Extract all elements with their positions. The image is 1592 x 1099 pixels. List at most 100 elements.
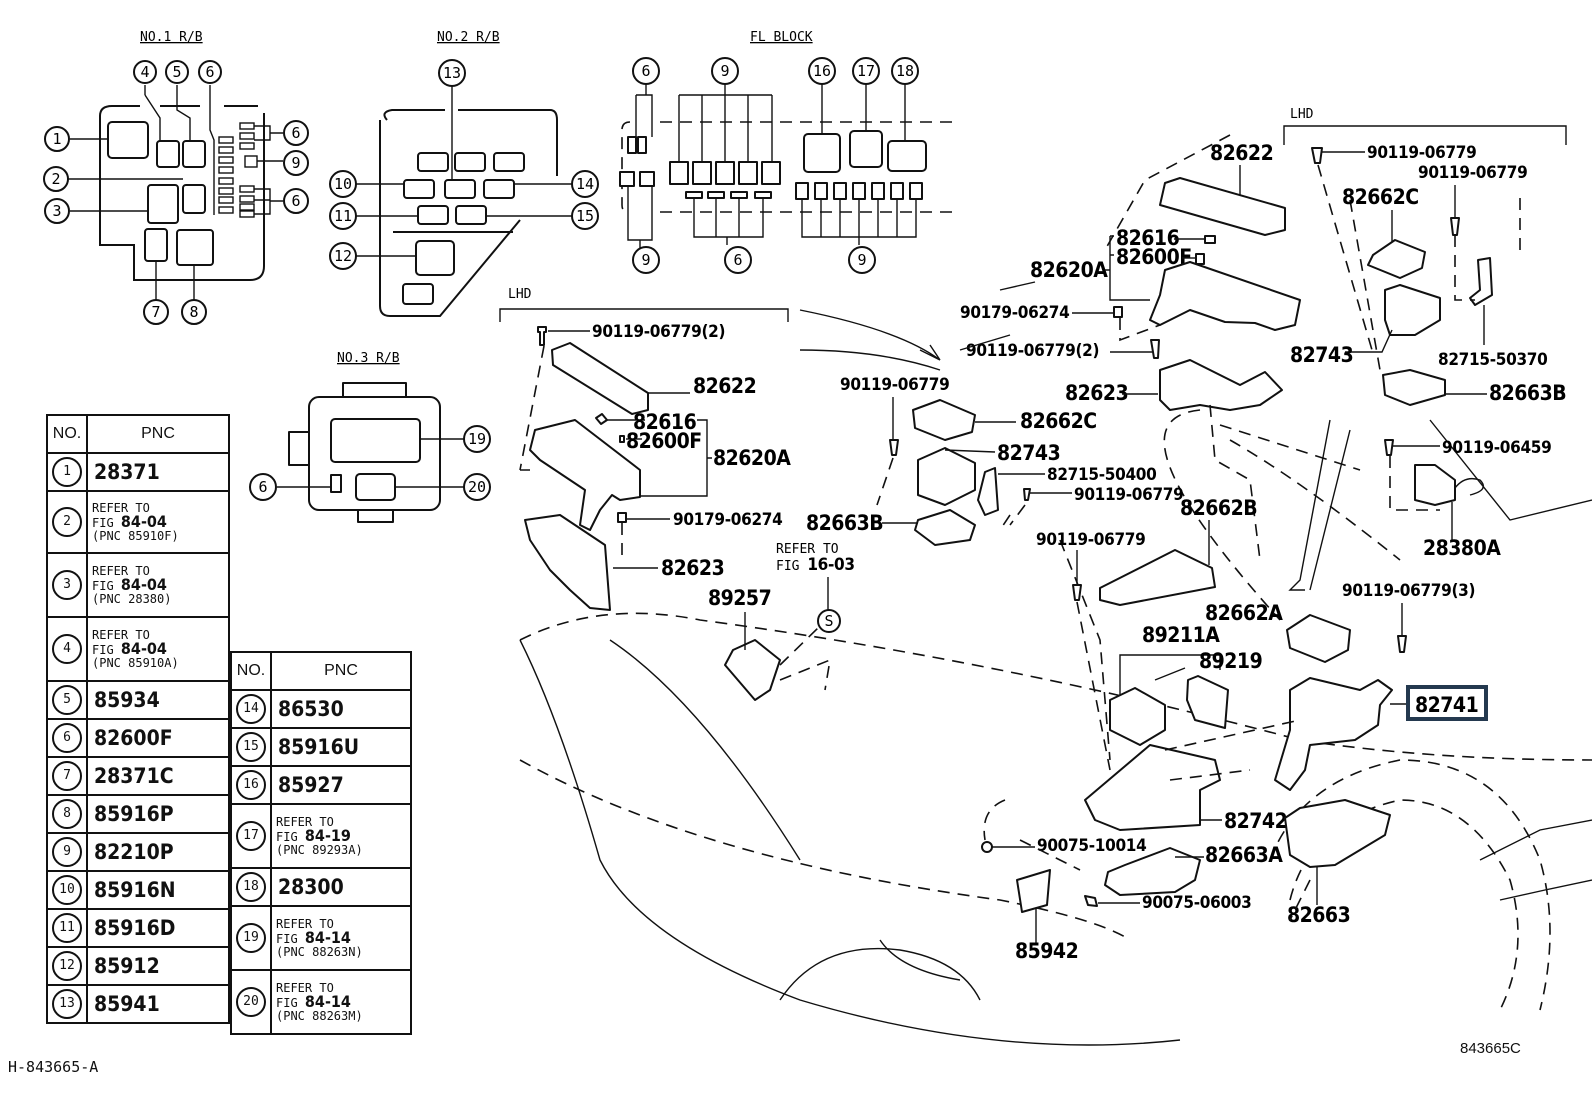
svg-text:14: 14 xyxy=(576,175,594,193)
label-82741[interactable]: 82741 xyxy=(1415,693,1479,717)
module-89219 xyxy=(1186,675,1229,729)
ab1-title: NO.1 R/B xyxy=(140,30,203,45)
fuse-82600f-top xyxy=(1195,253,1205,265)
svg-text:7: 7 xyxy=(151,303,160,321)
base-82663b-r xyxy=(1382,369,1446,406)
bolt-icon xyxy=(1072,584,1082,601)
svg-text:16: 16 xyxy=(813,62,831,80)
nut-icon xyxy=(617,512,627,523)
cover-82662c xyxy=(912,399,976,441)
svg-text:9: 9 xyxy=(291,154,300,172)
svg-text:6: 6 xyxy=(641,62,650,80)
header-pnc: PNC xyxy=(86,414,230,454)
svg-text:6: 6 xyxy=(733,251,742,269)
svg-text:8: 8 xyxy=(189,303,198,321)
fuse-box-82620a xyxy=(529,419,641,531)
fuse-82616 xyxy=(595,413,608,425)
fuse-82600f xyxy=(619,435,625,443)
callout-number: 1 xyxy=(52,457,82,487)
svg-text:4: 4 xyxy=(140,63,149,81)
label-28380a: 28380A xyxy=(1423,536,1501,560)
fuse-box-lower-82623-top xyxy=(1159,359,1283,411)
relay-block-82743-r xyxy=(1384,284,1441,336)
label-82663: 82663 xyxy=(1287,903,1350,927)
svg-text:9: 9 xyxy=(641,251,650,269)
svg-text:13: 13 xyxy=(443,64,461,82)
label-90119-06779-c: 90119-06779 xyxy=(1036,530,1145,550)
highlight-box-82741[interactable] xyxy=(1406,685,1488,721)
label-90075-10014: 90075-10014 xyxy=(1037,836,1146,856)
label-82662c-r: 82662C xyxy=(1342,185,1419,209)
svg-text:6: 6 xyxy=(258,478,267,496)
label-90119-06779-3: 90119-06779(3) xyxy=(1342,581,1475,601)
vehicle-outline xyxy=(519,190,1592,1046)
component-16 xyxy=(803,133,841,173)
label-82662c-mid: 82662C xyxy=(1020,409,1097,433)
svg-text:11: 11 xyxy=(334,207,352,225)
label-82663b-r: 82663B xyxy=(1489,381,1566,405)
component-18 xyxy=(887,140,927,172)
cover-82662b xyxy=(1099,549,1216,606)
svg-text:18: 18 xyxy=(896,62,914,80)
label-89219: 89219 xyxy=(1199,649,1262,673)
component-20 xyxy=(355,473,396,501)
sensor-28380a xyxy=(1414,464,1456,506)
svg-text:3: 3 xyxy=(52,202,61,220)
table-header: NO. PNC xyxy=(46,414,230,454)
bolt-icon xyxy=(1397,635,1407,653)
fuse-box-lower-82623 xyxy=(524,514,611,611)
label-82616: 82616 xyxy=(633,410,697,434)
label-90119-06779-mid: 90119-06779 xyxy=(840,375,949,395)
clip-icon xyxy=(1084,895,1098,907)
bolt-icon xyxy=(537,326,547,346)
bracket-82715 xyxy=(977,467,999,516)
component-14 xyxy=(483,179,515,199)
label-90119-06779-2: 90119-06779(2) xyxy=(592,322,725,342)
component-15 xyxy=(455,205,487,225)
component-1 xyxy=(107,121,149,159)
label-82715-50400: 82715-50400 xyxy=(1047,465,1156,485)
component-2 xyxy=(182,184,206,214)
label-82662a: 82662A xyxy=(1205,601,1283,625)
component-4 xyxy=(156,140,180,168)
component-17 xyxy=(849,130,883,168)
table-row: 1 28371 xyxy=(46,452,230,492)
relay-89257 xyxy=(724,639,781,701)
fl-block-diagram: FL BLOCK 6 9 16 17 18 xyxy=(619,30,955,274)
figure-id-right: 843665C xyxy=(1460,1040,1521,1057)
lhd-left-group: LHD 90119-06779(2) 82622 82616 82600F 82… xyxy=(499,287,792,611)
callout-s: S xyxy=(824,612,833,630)
label-82663b-mid: 82663B xyxy=(806,511,883,535)
fuse-box-82620a-top xyxy=(1149,261,1301,331)
label-82616-top: 82616 xyxy=(1116,226,1180,250)
component-19 xyxy=(330,418,421,463)
label-90179-06274: 90179-06274 xyxy=(673,510,782,530)
relay-block-82741 xyxy=(1274,677,1393,791)
fuse-box-cover-82622 xyxy=(551,342,649,415)
svg-text:15: 15 xyxy=(576,207,594,225)
bolt-icon xyxy=(1311,147,1323,164)
svg-text:6: 6 xyxy=(291,124,300,142)
label-82743-r: 82743 xyxy=(1290,343,1353,367)
component-13 xyxy=(444,179,476,199)
bolt-icon xyxy=(1384,439,1394,456)
cover-82662c-r xyxy=(1367,239,1426,279)
figure-id-left: H-843665-A xyxy=(8,1058,99,1076)
fl-callouts: 6 9 16 17 18 9 6 9 xyxy=(632,57,919,274)
svg-text:6: 6 xyxy=(205,63,214,81)
label-82623-top: 82623 xyxy=(1065,381,1128,405)
